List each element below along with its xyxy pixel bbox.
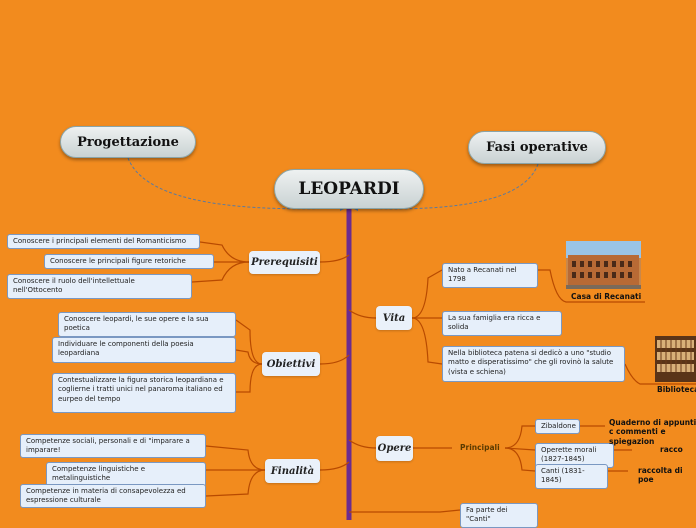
prerequisiti-item[interactable]: Conoscere i principali elementi del Roma… bbox=[7, 234, 200, 250]
progettazione-node[interactable]: Progettazione bbox=[60, 126, 196, 158]
bottom-item[interactable]: Fa parte dei "Canti" bbox=[460, 503, 538, 528]
branch-obiettivi[interactable]: Obiettivi bbox=[262, 352, 320, 376]
branch-opere[interactable]: Opere bbox=[376, 436, 413, 461]
opere-note: Quaderno di appunti c commenti e spiegaz… bbox=[609, 418, 696, 446]
opere-item[interactable]: Canti (1831-1845) bbox=[535, 464, 608, 489]
prerequisiti-item[interactable]: Conoscere le principali figure retoriche bbox=[44, 254, 214, 270]
branch-finalita[interactable]: Finalità bbox=[265, 459, 320, 483]
obiettivi-item[interactable]: Individuare le componenti della poesia l… bbox=[52, 337, 236, 363]
branch-vita[interactable]: Vita bbox=[376, 306, 412, 330]
finalita-item[interactable]: Competenze sociali, personali e di "impa… bbox=[20, 434, 206, 458]
central-node[interactable]: LEOPARDI bbox=[274, 169, 424, 209]
finalita-item[interactable]: Competenze in materia di consapevolezza … bbox=[20, 484, 206, 508]
vita-item[interactable]: Nella biblioteca patena si dedicò a uno … bbox=[442, 346, 625, 382]
opere-note: raccolta di poe bbox=[638, 466, 683, 484]
branch-prerequisiti[interactable]: Prerequisiti bbox=[249, 251, 320, 274]
vita-item[interactable]: La sua famiglia era ricca e solida bbox=[442, 311, 562, 336]
opere-item[interactable]: Operette morali (1827-1845) bbox=[535, 443, 614, 468]
fasi-operative-node[interactable]: Fasi operative bbox=[468, 131, 606, 164]
obiettivi-item[interactable]: Contestualizzare la figura storica leopa… bbox=[52, 373, 236, 413]
finalita-item[interactable]: Competenze linguistiche e metalinguistic… bbox=[46, 462, 206, 487]
casa-recanati-image bbox=[566, 241, 641, 289]
vita-item[interactable]: Nato a Recanati nel 1798 bbox=[442, 263, 538, 288]
casa-recanati-caption: Casa di Recanati bbox=[571, 292, 642, 301]
opere-principali-label[interactable]: Principali bbox=[460, 443, 500, 452]
biblioteca-caption: Biblioteca bbox=[657, 385, 696, 394]
opere-note: racco bbox=[660, 445, 683, 454]
obiettivi-item[interactable]: Conoscere leopardi, le sue opere e la su… bbox=[58, 312, 236, 337]
prerequisiti-item[interactable]: Conoscere il ruolo dell'intellettuale ne… bbox=[7, 274, 192, 299]
opere-item[interactable]: Zibaldone bbox=[535, 419, 580, 435]
biblioteca-image bbox=[655, 336, 696, 382]
